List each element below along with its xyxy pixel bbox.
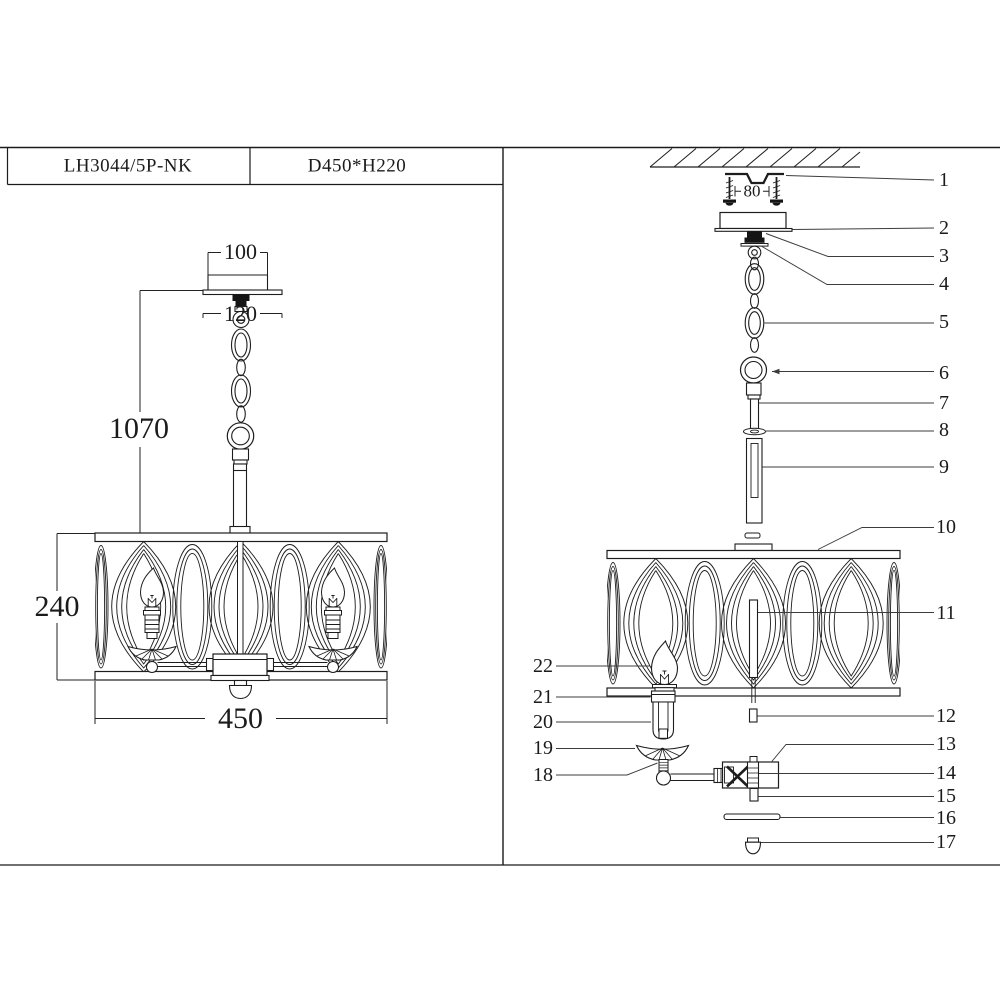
threaded-rod — [746, 761, 760, 789]
sheet-frame — [0, 146, 1000, 866]
center-rod — [748, 599, 759, 679]
front-center-hub — [157, 653, 328, 700]
candle-sleeve — [650, 690, 676, 703]
dim-100-lines — [207, 252, 268, 275]
ceiling-hatch — [649, 148, 861, 168]
stem-tube — [745, 437, 763, 524]
bobeche — [635, 744, 690, 761]
front-arms — [157, 662, 328, 667]
front-stem-rod — [232, 463, 248, 533]
front-dimension-lines — [56, 252, 388, 724]
hub-assembly — [721, 756, 781, 855]
hook-loop — [747, 245, 762, 260]
dim-450-lines — [94, 681, 388, 724]
front-center-rod — [237, 541, 244, 655]
front-finial — [228, 684, 253, 700]
title-table-borders — [6, 147, 503, 186]
canopy-assembly — [714, 211, 793, 260]
front-drum-top-rim — [94, 532, 388, 543]
screw-left — [722, 176, 737, 207]
front-stem-connector — [232, 294, 250, 301]
cover-strip — [723, 813, 781, 821]
screw-right — [769, 176, 784, 207]
threaded-nipple — [658, 759, 669, 773]
rod — [749, 398, 760, 430]
front-candle-right — [308, 567, 358, 674]
exploded-view — [556, 148, 935, 855]
dim-240-lines — [56, 533, 95, 681]
leader-lines — [556, 175, 935, 843]
wire-cross — [726, 765, 749, 788]
exploded-drum-shade — [606, 543, 901, 723]
drum-top-rim — [606, 549, 901, 560]
drum-bottom-rim — [606, 687, 901, 697]
rod-end-piece — [748, 708, 758, 723]
dim-80-lines — [734, 186, 770, 197]
canopy — [719, 211, 787, 230]
decorative-washer — [743, 427, 766, 436]
finial-cap — [744, 841, 762, 855]
lower-nipple — [749, 787, 759, 802]
ball-joint — [655, 770, 672, 786]
front-hook-loop — [232, 310, 250, 329]
chain — [744, 256, 765, 353]
stem-parts — [739, 356, 768, 539]
front-view — [56, 252, 388, 724]
candle-bulb — [650, 639, 679, 686]
ring — [739, 356, 768, 384]
dim-1070-lines — [139, 290, 206, 533]
stem-connector — [747, 231, 762, 238]
bulb-assembly — [635, 639, 726, 786]
front-chain — [226, 328, 255, 535]
dim-120-lines — [202, 313, 283, 318]
arm-tube — [670, 773, 714, 782]
front-canopy — [202, 274, 283, 329]
mounting-bracket — [725, 172, 784, 185]
